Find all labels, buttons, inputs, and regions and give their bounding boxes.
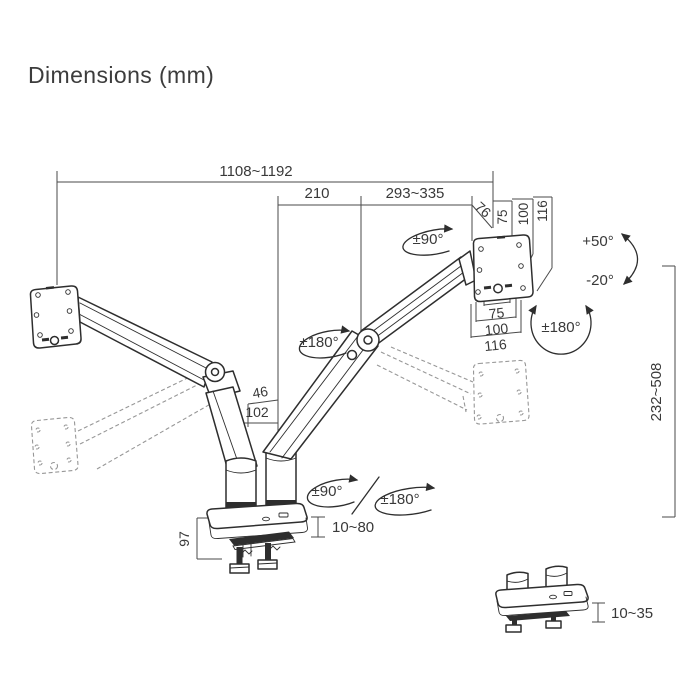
dim-head-offset-label: 76	[472, 198, 494, 220]
slash-divider	[351, 476, 380, 515]
dim-base-height-label: 97	[176, 531, 192, 547]
dim-vesa-col-75-label: 75	[495, 209, 510, 224]
tilt-range-arrow	[620, 233, 639, 285]
left-arm	[77, 296, 258, 510]
dim-total-width-label: 1108~1192	[219, 163, 292, 180]
angle-pole-rotation-label: ±180°	[380, 491, 419, 508]
dim-arm-offset-46-label: 46	[251, 383, 269, 401]
page-title: Dimensions (mm)	[28, 62, 215, 88]
grommet-mount-base	[495, 565, 589, 633]
dimension-lines	[56, 171, 676, 623]
angle-base-swivel-label: ±90°	[312, 483, 343, 500]
dim-arm-offset-102-label: 102	[245, 404, 269, 420]
elbow-swivel-arc	[298, 325, 351, 359]
angle-arm-swivel-top-label: ±90°	[413, 231, 444, 248]
arm-swivel-arc-top	[402, 224, 454, 256]
ghost-left-position	[30, 368, 215, 475]
ghost-right-position	[376, 346, 530, 425]
dim-arm-extension-label: 293~335	[386, 185, 445, 202]
dim-pole-spacing-label: 210	[304, 185, 329, 202]
angle-elbow-swivel-label: ±180°	[299, 334, 338, 351]
desk-clamp-base	[206, 502, 308, 574]
angle-labels: ±90° +50° -20° ±180° ±180° ±90° ±180°	[299, 231, 613, 508]
dim-vesa-col-116-label: 116	[535, 200, 550, 222]
dim-vesa-col-100-label: 100	[516, 203, 531, 226]
dimension-labels: 1108~1192 210 293~335 76 75 100 116 75 1…	[176, 163, 665, 622]
dim-vesa-row-100-label: 100	[484, 320, 509, 338]
right-vesa-plate	[472, 234, 534, 303]
angle-vesa-rotation-label: ±180°	[541, 319, 580, 336]
vesa-rotation-arc	[528, 304, 594, 355]
dim-desk-clamp-range-label: 10~80	[332, 519, 374, 536]
angle-tilt-down-label: -20°	[586, 272, 614, 289]
dim-vesa-row-116-label: 116	[484, 336, 508, 354]
right-arm	[262, 250, 477, 509]
angle-tilt-up-label: +50°	[582, 233, 613, 250]
dim-vesa-row-75-label: 75	[488, 304, 505, 322]
dim-height-adjust-label: 232~508	[648, 363, 665, 422]
rotation-arcs	[298, 224, 639, 516]
left-vesa-plate	[29, 285, 82, 349]
pole-rotation-arc	[374, 482, 436, 516]
base-swivel-arc	[306, 474, 359, 508]
dim-grommet-range-label: 10~35	[611, 605, 653, 622]
